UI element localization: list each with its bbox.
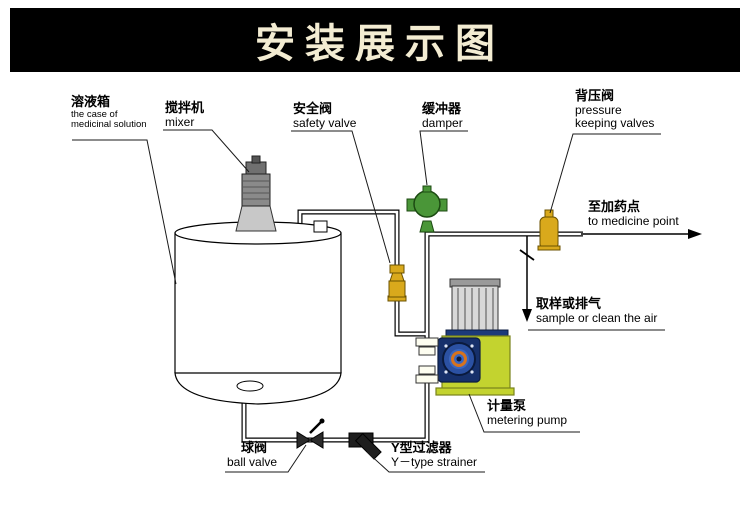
flow-arrow-sample-branch: [519, 236, 535, 322]
label-damper: 缓冲器 damper: [422, 101, 463, 130]
label-mixer: 搅拌机 mixer: [165, 100, 205, 129]
pipe-network: [241, 209, 583, 443]
metering-pump: [415, 278, 515, 396]
label-sample-or-vent: 取样或排气 sample or clean the air: [536, 296, 658, 325]
discharge-check-valve: [415, 337, 439, 347]
mixer-top-cap: [251, 155, 261, 164]
sample-cock-icon: [519, 249, 535, 261]
suction-check-valve: [415, 374, 439, 384]
mixer-stand: [235, 205, 277, 232]
flow-arrow-to-medicine-point: [581, 229, 702, 239]
leader-metering-pump: [468, 393, 580, 433]
label-y-strainer: Y型过滤器 Y－type strainer: [391, 440, 478, 469]
page-title: 安装展示图: [255, 21, 505, 67]
label-ball-valve: 球阀 ball valve: [227, 440, 278, 469]
mixer-terminal-box: [245, 161, 267, 175]
y-type-strainer: [348, 432, 382, 460]
leader-lines: [72, 129, 665, 473]
label-safety-valve: 安全阀 safety valve: [293, 101, 357, 130]
pulsation-damper: [406, 185, 448, 233]
strainer-leg: [354, 432, 382, 460]
tank-nozzle: [313, 220, 328, 233]
mixer-motor-body: [241, 173, 271, 207]
tank-drain-boss: [236, 380, 264, 392]
down-arrow-icon: [522, 309, 532, 322]
leader-solution-tank: [72, 139, 177, 285]
solution-tank: [174, 220, 342, 405]
label-metering-pump: 计量泵 metering pump: [487, 398, 568, 427]
leader-y-strainer: [366, 451, 485, 473]
leader-ball-valve: [225, 444, 307, 473]
pump-base: [435, 387, 515, 396]
leader-damper: [419, 130, 468, 186]
pump-motor-fins: [451, 285, 499, 333]
leader-safety-valve: [291, 130, 391, 264]
leader-back-pressure-valve: [549, 133, 661, 214]
right-arrow-icon: [688, 229, 702, 239]
back-pressure-valve: [537, 209, 561, 251]
safety-valve: [387, 264, 407, 302]
title-banner: 安装展示图: [10, 8, 740, 72]
label-to-medicine-point: 至加药点 to medicine point: [588, 199, 679, 228]
mixer-unit: [235, 155, 277, 232]
leader-mixer: [163, 129, 250, 173]
ball-valve: [296, 418, 325, 449]
label-back-pressure-valve: 背压阀 pressure keeping valves: [575, 88, 655, 130]
ball-valve-lever: [309, 421, 322, 434]
label-solution-tank: 溶液箱 the case of medicinal solution: [71, 94, 147, 131]
